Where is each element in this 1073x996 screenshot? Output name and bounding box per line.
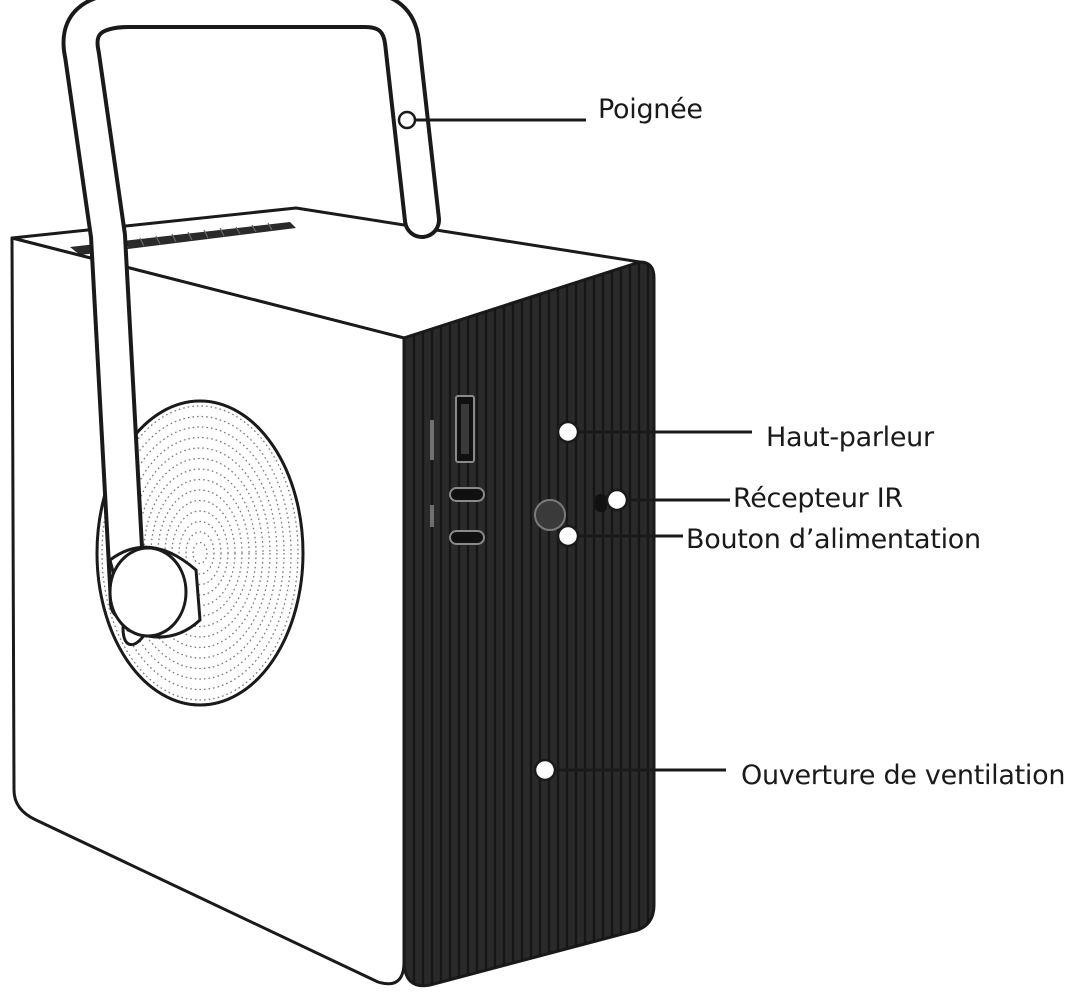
callout-dot-ir xyxy=(605,488,629,512)
callout-lines xyxy=(407,118,752,772)
hdmi-port-icon xyxy=(455,395,475,463)
callout-dot-speaker xyxy=(556,420,580,444)
label-ventilation: Ouverture de ventilation xyxy=(741,760,1066,791)
label-power-button: Bouton d’alimentation xyxy=(686,524,981,555)
projector-side-panel xyxy=(402,260,656,988)
label-ir-receiver: Récepteur IR xyxy=(733,483,903,514)
callout-dot-power xyxy=(556,524,580,548)
projector-handle xyxy=(61,0,441,647)
callout-dots xyxy=(397,110,629,782)
usb-c-port-icon xyxy=(449,487,485,545)
callout-dot-handle xyxy=(397,110,417,130)
label-speaker: Haut-parleur xyxy=(766,422,934,453)
callout-dot-vent xyxy=(533,758,557,782)
label-handle: Poignée xyxy=(598,94,703,125)
power-button-icon xyxy=(534,499,566,531)
